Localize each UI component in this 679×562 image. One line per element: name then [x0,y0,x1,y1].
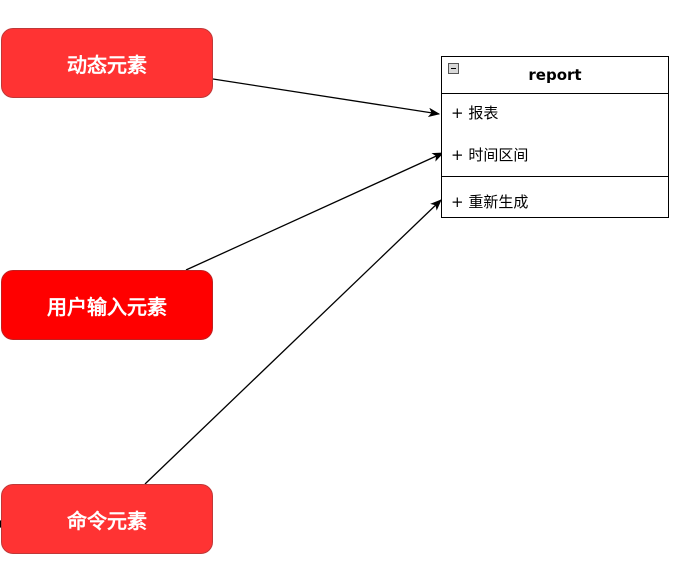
class-section-divider [442,176,668,177]
edge-command-to-report [144,199,442,485]
dynamic-element-node[interactable]: 动态元素 [1,28,213,98]
edge-dynamic-to-report [212,78,441,118]
class-operation-regenerate[interactable]: + 重新生成 [451,193,529,211]
command-element-node[interactable]: 命令元素 [1,484,213,554]
edge-input-to-report [185,152,445,271]
report-class-name: report [528,66,582,84]
report-class-box[interactable]: report + 报表 + 时间区间 + 重新生成 [441,56,669,218]
user-input-element-node[interactable]: 用户输入元素 [1,270,213,340]
dynamic-element-label: 动态元素 [67,52,147,77]
class-attribute-time-range[interactable]: + 时间区间 [451,146,529,164]
collapse-icon[interactable] [448,63,459,74]
user-input-element-label: 用户输入元素 [47,294,167,319]
class-attribute-report[interactable]: + 报表 [451,104,499,122]
report-class-header: report [442,57,668,94]
command-element-label: 命令元素 [67,508,147,533]
